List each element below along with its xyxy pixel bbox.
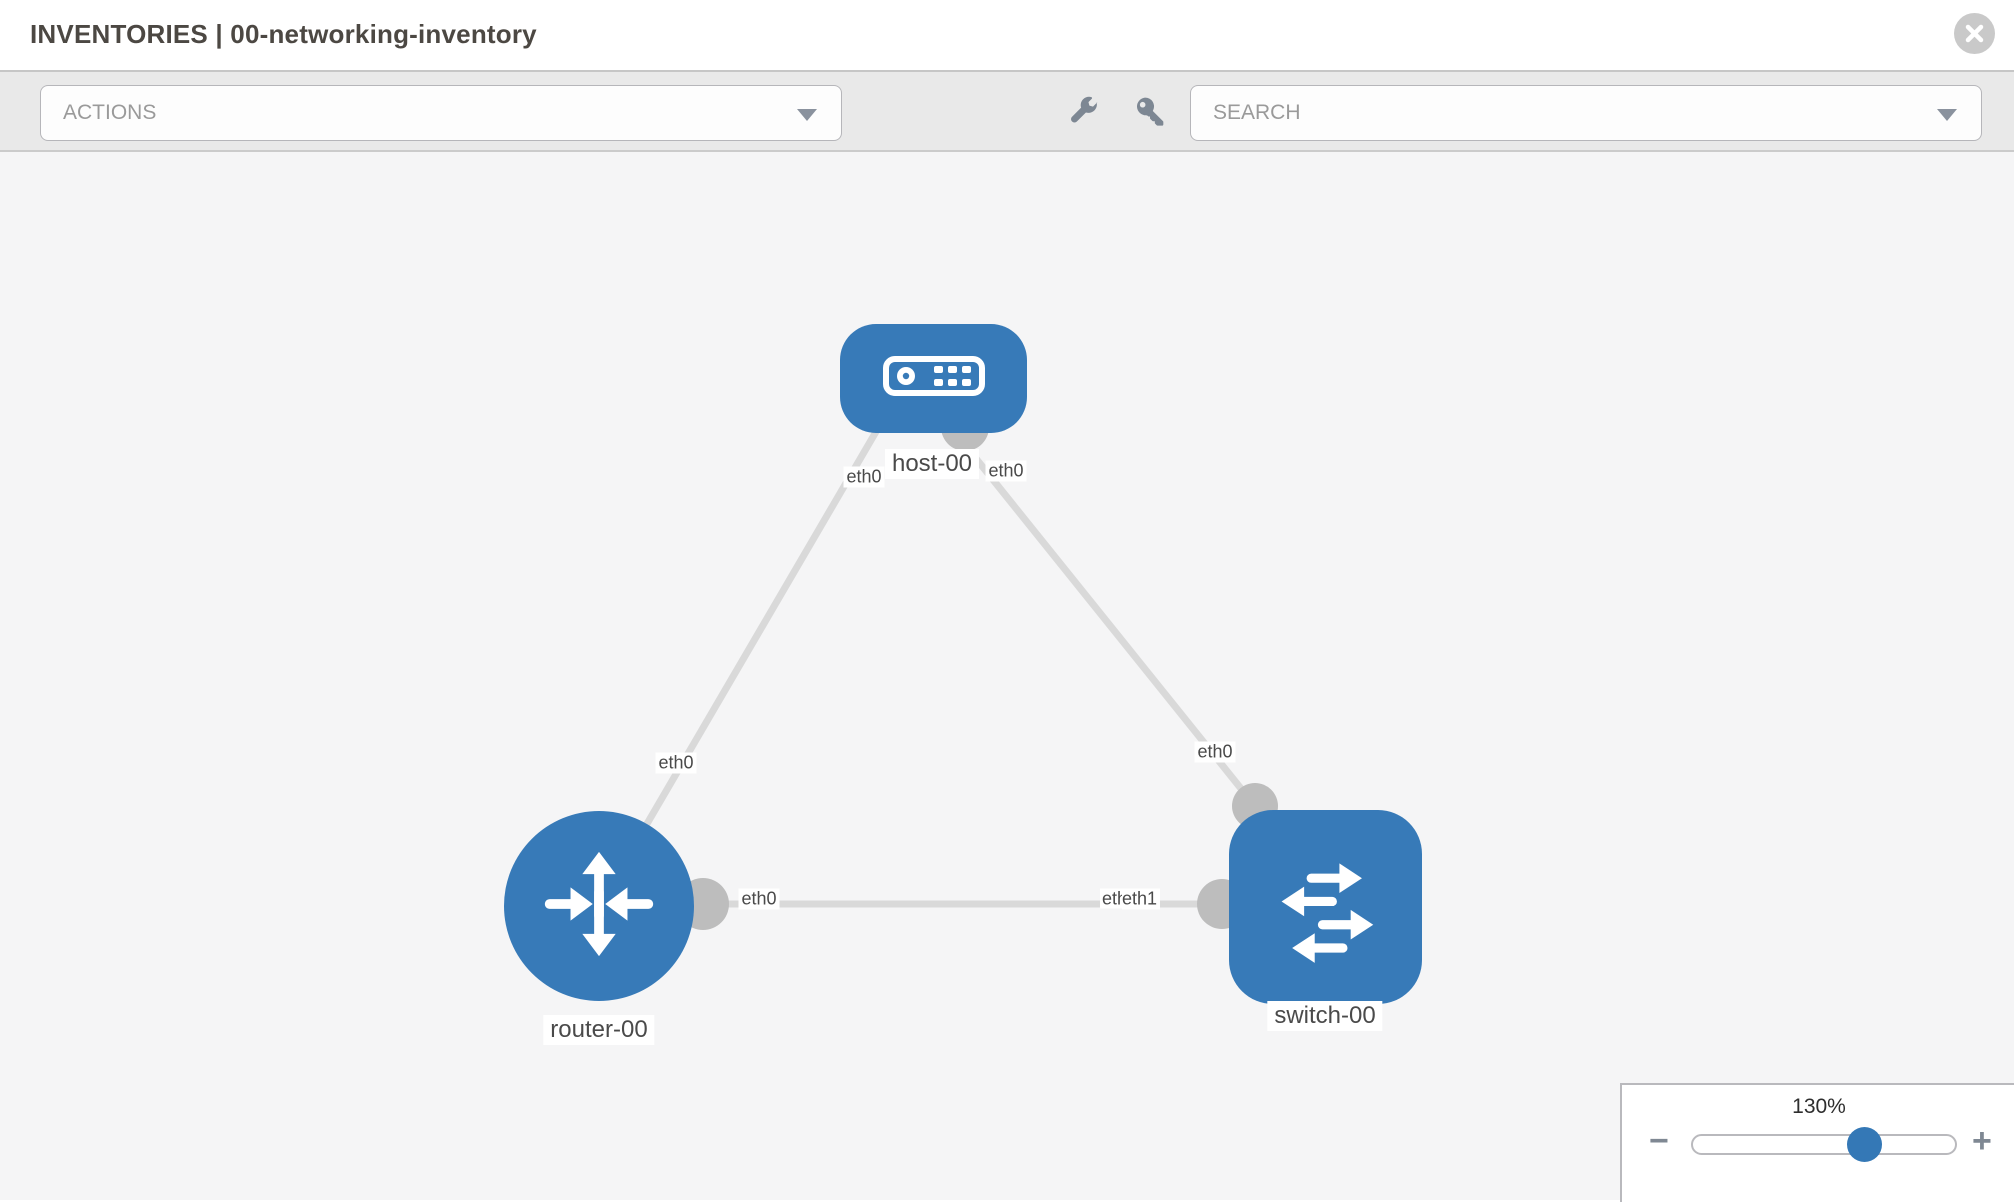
chevron-down-icon bbox=[1937, 109, 1957, 121]
node-label-router-00: router-00 bbox=[543, 1015, 655, 1045]
node-label-switch-00: switch-00 bbox=[1267, 1001, 1383, 1031]
node-host-00[interactable] bbox=[840, 324, 1027, 433]
node-switch-00[interactable] bbox=[1229, 810, 1422, 1004]
key-icon bbox=[1134, 95, 1166, 130]
interface-label-router-eth0-right: eth0 bbox=[738, 888, 780, 910]
configure-button[interactable] bbox=[1063, 94, 1107, 130]
zoom-out-button[interactable]: − bbox=[1649, 1122, 1669, 1160]
zoom-panel: 130% − + bbox=[1620, 1083, 2014, 1202]
interface-label-pair: eth0 eth1 bbox=[1100, 888, 1161, 910]
search-placeholder: SEARCH bbox=[1213, 101, 1301, 124]
topology-links bbox=[595, 403, 1325, 930]
toolbar: ACTIONS SEARCH bbox=[0, 70, 2014, 152]
search-dropdown[interactable]: SEARCH bbox=[1190, 85, 1982, 141]
router-icon bbox=[533, 838, 665, 975]
close-button[interactable] bbox=[1954, 13, 1995, 54]
interface-label-host-eth0-right: eth0 bbox=[985, 460, 1027, 482]
switch-icon bbox=[1259, 838, 1393, 977]
chevron-down-icon bbox=[797, 109, 817, 121]
zoom-level-label: 130% bbox=[1792, 1095, 1846, 1118]
zoom-slider[interactable] bbox=[1691, 1127, 1957, 1162]
interface-label-switch-eth1: eth1 bbox=[1122, 888, 1161, 910]
page-title: INVENTORIES | 00-networking-inventory bbox=[30, 19, 537, 49]
credentials-button[interactable] bbox=[1128, 94, 1172, 130]
topology-canvas[interactable]: host-00 router-00 switch-00 eth0 eth0 et… bbox=[0, 152, 2014, 1202]
interface-label-host-eth0-left: eth0 bbox=[843, 466, 885, 488]
wrench-icon bbox=[1069, 95, 1101, 130]
actions-dropdown-label: ACTIONS bbox=[63, 101, 157, 124]
node-label-host-00: host-00 bbox=[884, 449, 980, 479]
interface-label-switch-eth0-up: eth0 bbox=[1194, 741, 1236, 763]
host-icon bbox=[882, 355, 986, 402]
close-icon bbox=[1965, 24, 1984, 43]
actions-dropdown[interactable]: ACTIONS bbox=[40, 85, 842, 141]
header: INVENTORIES | 00-networking-inventory bbox=[0, 0, 2014, 70]
interface-label-router-eth0-up: eth0 bbox=[655, 752, 697, 774]
zoom-in-button[interactable]: + bbox=[1972, 1122, 1992, 1160]
zoom-slider-thumb[interactable] bbox=[1847, 1127, 1882, 1162]
node-router-00[interactable] bbox=[504, 811, 694, 1001]
